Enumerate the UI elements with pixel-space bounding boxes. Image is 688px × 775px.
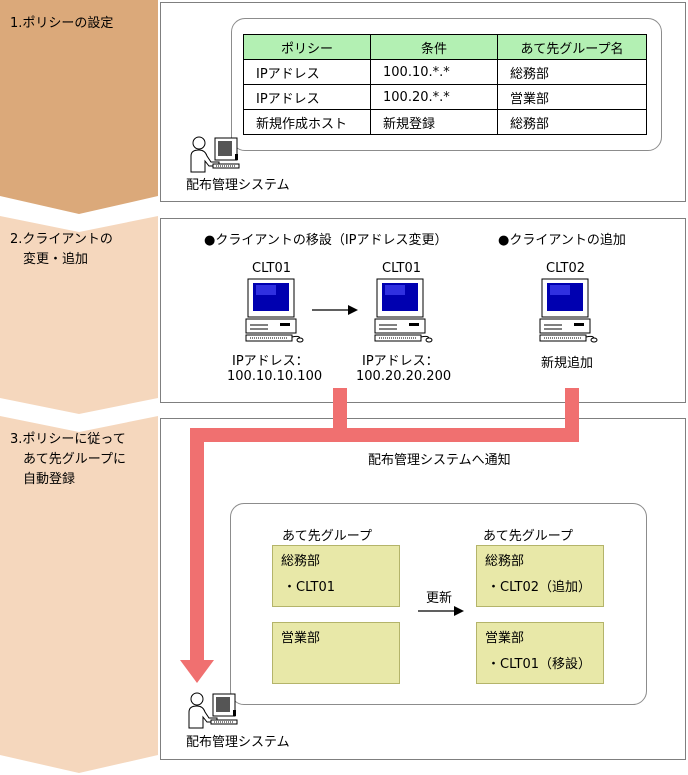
system-label: 配布管理システム	[186, 178, 290, 193]
group-item: ・CLT01（移設）	[487, 657, 592, 672]
table-cell: 総務部	[497, 109, 647, 135]
system-label: 配布管理システム	[186, 735, 290, 750]
step-arrow-2	[0, 216, 158, 414]
arrow-right-icon	[418, 606, 464, 616]
table-header: 条件	[370, 34, 498, 60]
table-header-row: ポリシー 条件 あて先グループ名	[243, 34, 647, 60]
group-name: 営業部	[485, 631, 525, 646]
table-row: IPアドレス 100.10.*.* 総務部	[243, 59, 647, 85]
group-box: 営業部	[272, 622, 400, 684]
table-cell: 営業部	[497, 84, 647, 110]
table-cell: 新規登録	[370, 109, 498, 135]
policy-table: ポリシー 条件 あて先グループ名 IPアドレス 100.10.*.* 総務部 I…	[243, 34, 647, 135]
arrow-right-icon	[312, 305, 358, 315]
step-label-2: 2.クライアントの 変更・追加	[10, 232, 113, 267]
group-name: 営業部	[281, 631, 321, 646]
group-box: 総務部 ・CLT02（追加）	[476, 545, 604, 607]
step-arrow-3	[0, 416, 158, 773]
table-header: ポリシー	[243, 34, 371, 60]
table-cell: 100.10.*.*	[370, 59, 498, 85]
pc2-ip-label: IPアドレス：	[362, 354, 439, 369]
pc3-caption: 新規追加	[541, 356, 594, 371]
client-pc-icon	[374, 278, 433, 343]
pc1-ip-label: IPアドレス：	[232, 354, 309, 369]
move-heading: ●クライアントの移設（IPアドレス変更）	[204, 233, 448, 248]
table-cell: 新規作成ホスト	[243, 109, 371, 135]
operator-workstation-icon	[190, 136, 240, 173]
table-row: IPアドレス 100.20.*.* 営業部	[243, 84, 647, 110]
before-heading: あて先グループ	[282, 529, 372, 544]
table-cell: 総務部	[497, 59, 647, 85]
pc2-ip: 100.20.20.200	[356, 369, 452, 384]
update-label: 更新	[426, 591, 453, 606]
pc2-name: CLT01	[382, 261, 422, 276]
group-name: 総務部	[281, 554, 321, 569]
notify-label: 配布管理システムへ通知	[368, 453, 511, 468]
step-arrow-1	[0, 0, 158, 214]
step-label-3: 3.ポリシーに従って あて先グループに 自動登録	[10, 432, 126, 487]
pc1-name: CLT01	[252, 261, 292, 276]
operator-workstation-icon	[188, 692, 238, 729]
table-row: 新規作成ホスト 新規登録 総務部	[243, 109, 647, 135]
add-heading: ●クライアントの追加	[498, 233, 626, 248]
table-cell: IPアドレス	[243, 84, 371, 110]
table-cell: 100.20.*.*	[370, 84, 498, 110]
table-header: あて先グループ名	[497, 34, 647, 60]
group-name: 総務部	[485, 554, 525, 569]
pc1-ip: 100.10.10.100	[227, 369, 323, 384]
group-box: 総務部 ・CLT01	[272, 545, 400, 607]
group-box: 営業部 ・CLT01（移設）	[476, 622, 604, 684]
client-pc-icon	[539, 278, 598, 343]
step-label-1: 1.ポリシーの設定	[10, 16, 114, 31]
client-pc-icon	[245, 278, 304, 343]
group-item: ・CLT02（追加）	[487, 580, 592, 595]
pc3-name: CLT02	[546, 261, 586, 276]
group-item: ・CLT01	[283, 580, 336, 595]
after-heading: あて先グループ	[483, 529, 573, 544]
table-cell: IPアドレス	[243, 59, 371, 85]
